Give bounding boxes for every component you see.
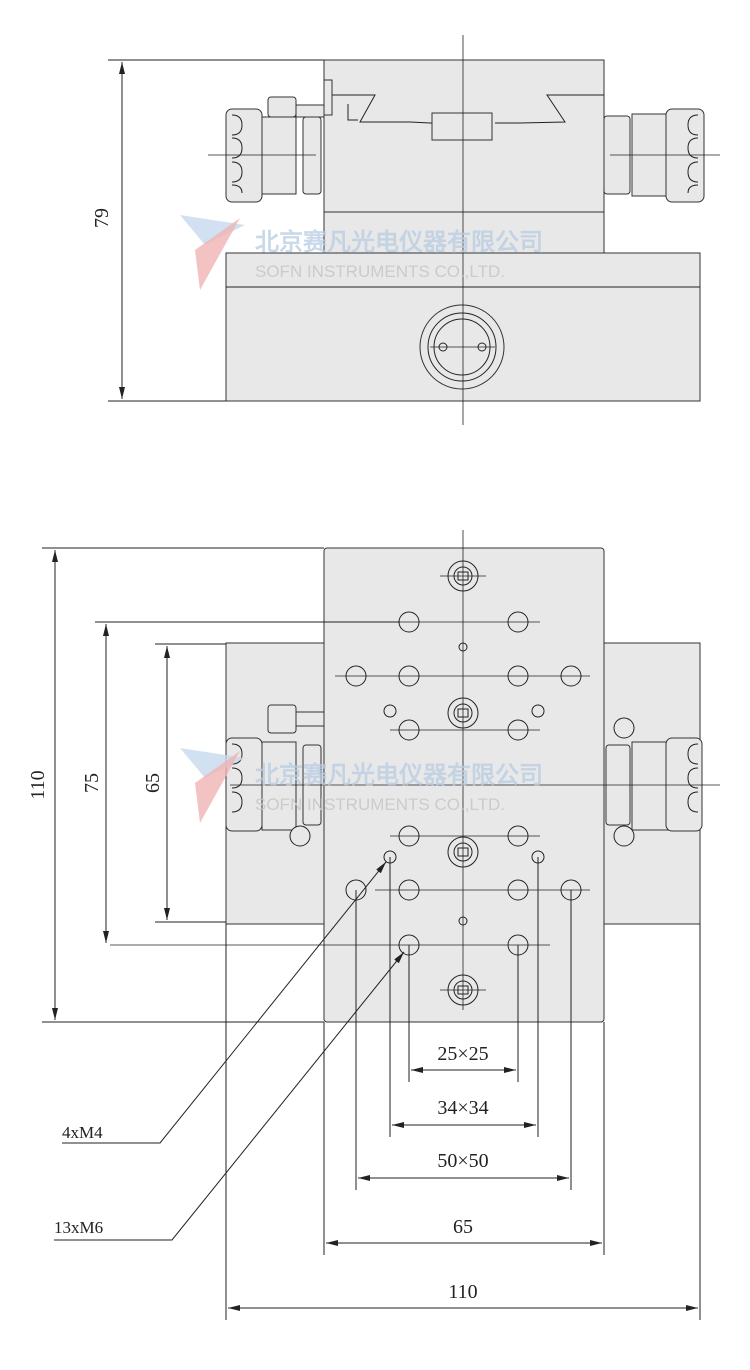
- left-micrometer-knob: [225, 96, 325, 203]
- watermark-top: 北京赛凡光电仪器有限公司 SOFN INSTRUMENTS CO.,LTD.: [180, 215, 543, 290]
- callout-13xm6: 13xM6: [54, 951, 405, 1241]
- watermark-company-en-2: SOFN INSTRUMENTS CO.,LTD.: [255, 795, 505, 814]
- dimension-65-vertical: 65: [142, 643, 226, 923]
- callout-label-4xm4: 4xM4: [62, 1123, 103, 1142]
- watermark-company-en: SOFN INSTRUMENTS CO.,LTD.: [255, 262, 505, 281]
- dimension-label-65-vertical: 65: [142, 773, 164, 793]
- dimension-label-50x50: 50×50: [437, 1150, 488, 1172]
- watermark-logo: [180, 215, 245, 245]
- dimension-label-34x34: 34×34: [437, 1097, 488, 1119]
- watermark-company-cn-2: 北京赛凡光电仪器有限公司: [255, 761, 543, 789]
- callout-4xm4: 4xM4: [62, 861, 387, 1144]
- top-view: 110 75 65 25×25 34×34 50×50 65: [27, 530, 720, 1320]
- watermark-middle: 北京赛凡光电仪器有限公司 SOFN INSTRUMENTS CO.,LTD.: [180, 748, 543, 823]
- dimension-label-110-horizontal: 110: [448, 1281, 477, 1303]
- dimension-75-vertical: 75: [81, 621, 400, 943]
- center-lines: [110, 530, 720, 1010]
- dimension-79: 79: [91, 59, 324, 402]
- dimension-110-vertical: 110: [27, 547, 324, 1023]
- dimension-label-65-horizontal: 65: [453, 1216, 473, 1238]
- horizontal-dimensions: 25×25 34×34 50×50 65 110: [225, 857, 701, 1320]
- side-view: 79: [91, 35, 720, 425]
- dimension-label-110-vertical: 110: [27, 770, 49, 799]
- watermark-company-cn: 北京赛凡光电仪器有限公司: [255, 228, 543, 256]
- dimension-label-25x25: 25×25: [437, 1043, 488, 1065]
- right-micrometer-knob: [603, 108, 705, 203]
- middle-stage-block: [323, 211, 605, 254]
- dimension-label-75: 75: [81, 773, 103, 793]
- dimension-label-79: 79: [91, 208, 113, 228]
- dovetail-slide: [323, 79, 604, 141]
- callout-label-13xm6: 13xM6: [54, 1218, 103, 1237]
